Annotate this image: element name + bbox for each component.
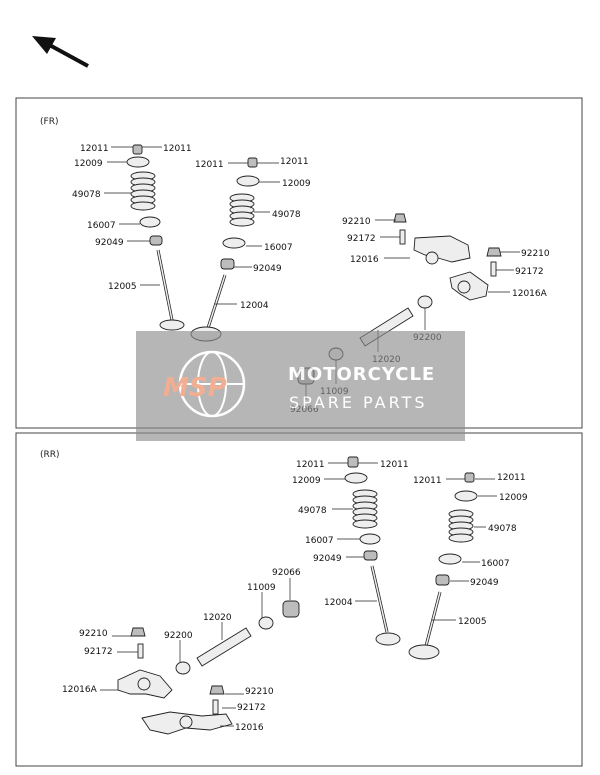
part-label: 12011: [296, 460, 325, 470]
part-label: 49078: [298, 506, 327, 516]
part-label: 16007: [87, 221, 116, 231]
part-label: 92049: [470, 578, 499, 588]
part-label: 12016: [350, 255, 379, 265]
part-label: 16007: [305, 536, 334, 546]
part-label: 12020: [203, 613, 232, 623]
part-label: 92049: [253, 264, 282, 274]
part-label: 92172: [515, 267, 544, 277]
front-valve-assembly-b: [190, 157, 260, 342]
part-label: 12009: [292, 476, 321, 486]
front-direction-arrow-icon: [32, 36, 89, 68]
part-label: 11009: [247, 583, 276, 593]
part-label: 12004: [324, 598, 353, 608]
front-valve-assembly-a: [126, 144, 185, 331]
part-label: 12011: [280, 157, 309, 167]
part-label: 12016A: [62, 685, 98, 695]
part-label: 12005: [458, 617, 487, 627]
part-label: 12011: [413, 476, 442, 486]
part-label: 12004: [240, 301, 269, 311]
part-label: 92210: [342, 217, 371, 227]
part-label: 49078: [72, 190, 101, 200]
part-label: 12009: [282, 179, 311, 189]
part-label: 92049: [95, 238, 124, 248]
part-label: 49078: [272, 210, 301, 220]
part-label: 12016A: [512, 289, 548, 299]
part-label: 92172: [347, 234, 376, 244]
part-label: 92210: [521, 249, 550, 259]
part-label: 12011: [497, 473, 526, 483]
rear-valve-assembly-b: [408, 472, 478, 660]
part-label: 92066: [272, 568, 301, 578]
rear-valve-assembly-a: [344, 456, 401, 646]
part-label: 12011: [195, 160, 224, 170]
part-label: 92172: [84, 647, 113, 657]
part-label: 49078: [488, 524, 517, 534]
part-label: 12016: [235, 723, 264, 733]
watermark-logo: MSP: [163, 373, 227, 403]
part-label: 12011: [80, 144, 109, 154]
part-label: 92210: [245, 687, 274, 697]
part-label: 12011: [163, 144, 192, 154]
watermark-line1: MOTORCYCLE: [288, 364, 435, 385]
part-label: 92049: [313, 554, 342, 564]
part-label: 12011: [380, 460, 409, 470]
front-section-label: (FR): [40, 117, 58, 127]
part-label: 16007: [264, 243, 293, 253]
part-label: 92172: [237, 703, 266, 713]
part-label: 12005: [108, 282, 137, 292]
part-label: 12009: [74, 159, 103, 169]
watermark-line2: SPARE PARTS: [289, 393, 428, 412]
part-label: 12009: [499, 493, 528, 503]
rear-section-label: (RR): [40, 450, 60, 460]
rear-rocker-arm-assembly: [117, 600, 300, 735]
watermark: MSP MOTORCYCLE SPARE PARTS: [136, 331, 465, 441]
part-label: 16007: [481, 559, 510, 569]
part-label: 92200: [164, 631, 193, 641]
part-label: 92210: [79, 629, 108, 639]
